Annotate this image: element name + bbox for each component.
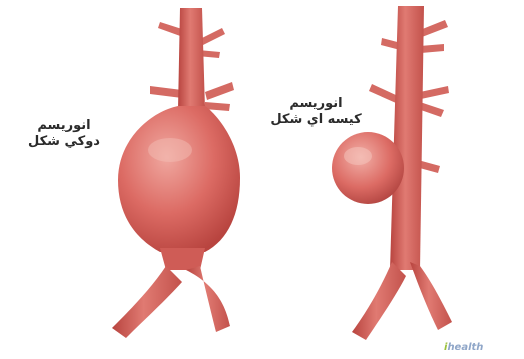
fusiform-aneurysm-label: انوريسم دوكي شكل: [16, 118, 112, 150]
fusiform-label-line2: دوكي شكل: [16, 134, 112, 150]
saccular-label-line2: كيسه اي شكل: [268, 112, 364, 128]
fusiform-label-line1: انوريسم: [16, 118, 112, 134]
fusiform-aorta: [112, 8, 240, 338]
saccular-aneurysm-label: انوريسم كيسه اي شكل: [268, 96, 364, 128]
saccular-label-line1: انوريسم: [268, 96, 364, 112]
saccular-aorta: [332, 6, 452, 340]
ihealth-watermark: ihealth: [444, 342, 483, 353]
watermark-text: health: [447, 342, 483, 353]
